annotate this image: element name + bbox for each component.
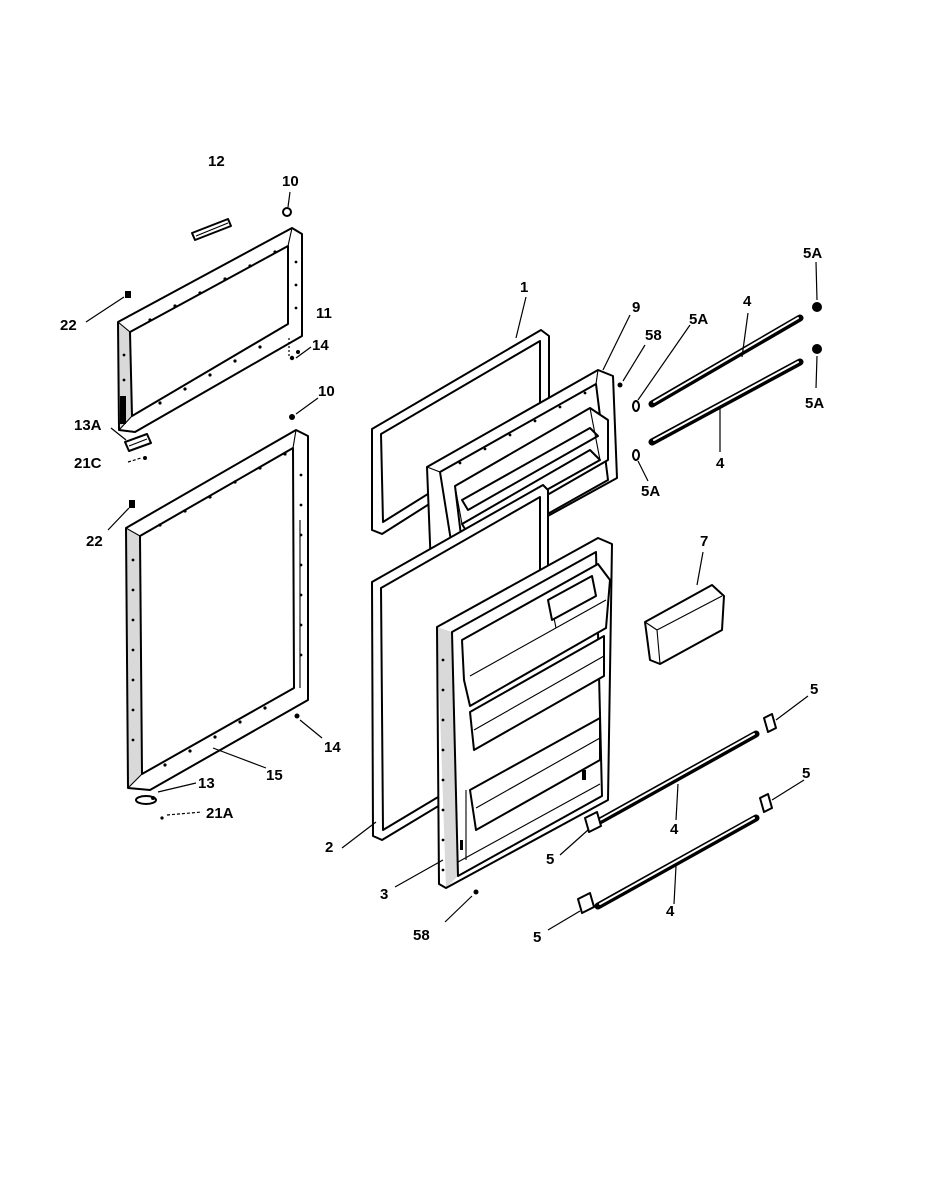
label-13: 13 — [198, 775, 215, 792]
part-11-freezer-door-frame — [117, 227, 303, 433]
label-14-second: 14 — [324, 739, 341, 756]
label-58-bottom: 58 — [413, 927, 430, 944]
part-14-second-screw — [294, 713, 323, 739]
part-15-fresh-food-door-frame — [125, 429, 309, 791]
part-14-top-screw — [288, 338, 312, 361]
part-7-handle-cap — [644, 551, 725, 665]
fresh-food-handle-rod-upper — [594, 730, 760, 826]
part-10-top-pin — [282, 191, 292, 217]
freezer-handle-rod-lower — [648, 358, 804, 452]
part-12-trim — [191, 218, 232, 241]
part-22-second-screw — [107, 500, 135, 531]
label-5A-right-top: 5A — [803, 245, 822, 262]
part-10-second-pin — [289, 397, 319, 420]
label-5-left-lower: 5 — [533, 929, 541, 946]
label-10-top: 10 — [282, 173, 299, 190]
label-10-second: 10 — [318, 383, 335, 400]
label-4-lower-right: 4 — [716, 455, 725, 472]
label-1: 1 — [520, 279, 528, 296]
part-3-fresh-food-liner — [394, 537, 613, 889]
label-15: 15 — [266, 767, 283, 784]
label-7: 7 — [700, 533, 708, 550]
label-5-upper-right: 5 — [810, 681, 818, 698]
label-22-second: 22 — [86, 533, 103, 550]
label-5A-right-bottom: 5A — [805, 395, 824, 412]
label-21A: 21A — [206, 805, 234, 822]
label-3: 3 — [380, 886, 388, 903]
part-5-end-caps — [547, 695, 809, 931]
part-58-bottom-screw — [444, 889, 479, 923]
label-12: 12 — [208, 153, 225, 170]
label-21C: 21C — [74, 455, 102, 472]
label-4-fresh-lower: 4 — [666, 903, 675, 920]
label-9: 9 — [632, 299, 640, 316]
part-15-leader — [212, 747, 267, 769]
part-13-bottom-hinge — [135, 782, 203, 820]
label-5A-left-top: 5A — [689, 311, 708, 328]
part-labels: 12 10 11 14 22 10 13A 21C 22 14 15 13 21… — [60, 153, 824, 946]
part-13A-hinge — [110, 427, 152, 463]
part-58-top-screw — [617, 344, 646, 388]
label-5-lower-right: 5 — [802, 765, 810, 782]
label-2: 2 — [325, 839, 333, 856]
fresh-food-handle-rod-lower — [594, 814, 760, 910]
part-5A-caps — [632, 261, 822, 482]
label-58-top: 58 — [645, 327, 662, 344]
label-11: 11 — [316, 305, 332, 322]
label-4-upper-right: 4 — [743, 293, 752, 310]
label-5-left-upper: 5 — [546, 851, 554, 868]
label-22-top: 22 — [60, 317, 77, 334]
part-22-top-screw — [85, 291, 131, 323]
freezer-handle-rod-upper — [648, 312, 804, 408]
label-4-fresh-upper: 4 — [670, 821, 679, 838]
label-13A: 13A — [74, 417, 102, 434]
label-5A-left-bottom: 5A — [641, 483, 660, 500]
label-14-top: 14 — [312, 337, 329, 354]
